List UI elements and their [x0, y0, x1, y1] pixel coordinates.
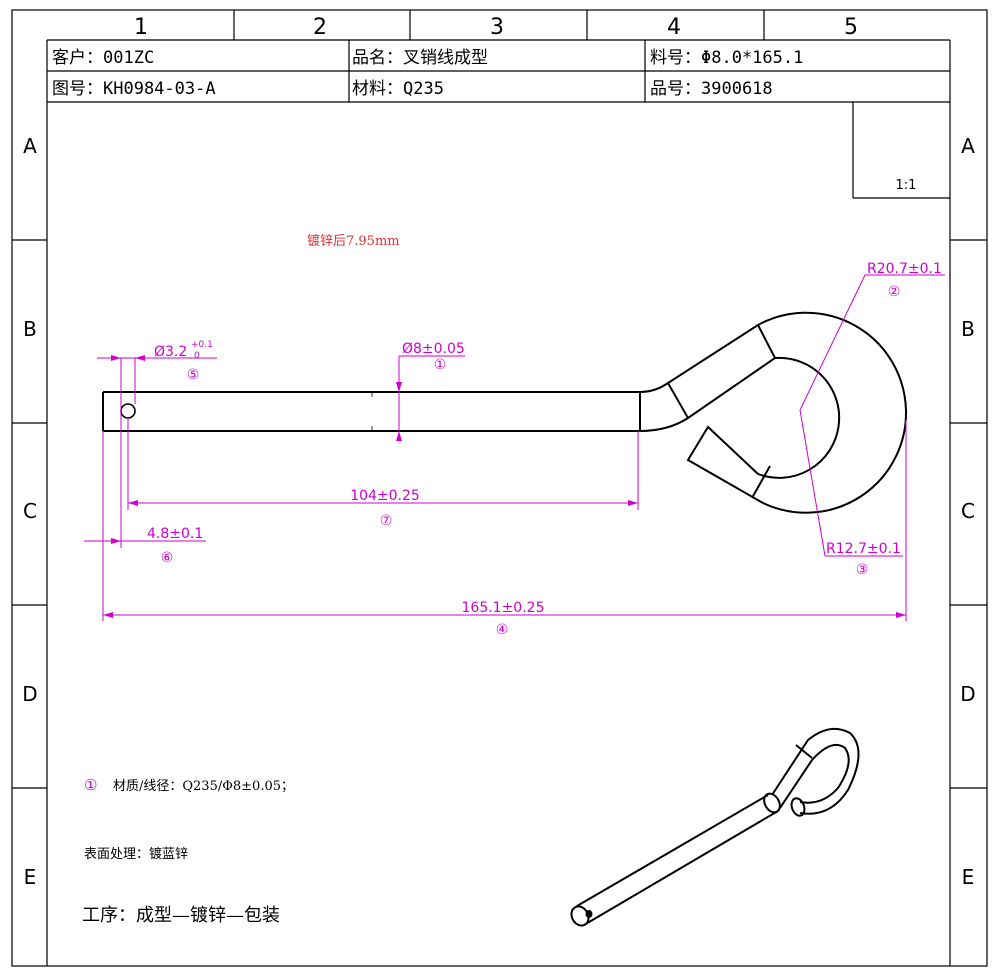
straight-length-label: 104±0.25: [350, 488, 420, 504]
wire-diameter-label: Ø8±0.05: [402, 341, 465, 357]
row-label-b-left: B: [23, 317, 37, 341]
material-field: 材料：Q235: [352, 79, 444, 99]
row-label-e-left: E: [24, 865, 37, 889]
hole-diameter-label: Ø3.2: [154, 344, 187, 360]
outer-radius-label: R20.7±0.1: [867, 261, 942, 277]
title-block: 客户：001ZC 品名：叉销线成型 料号：Φ8.0*165.1 图号：KH098…: [47, 40, 950, 199]
notes-block: ① 材质/线径：Q235/Φ8±0.05； 表面处理：镀蓝锌 工序：成型—镀锌—…: [82, 776, 294, 926]
wire-diameter-marker: ①: [434, 357, 447, 373]
row-label-d-left: D: [22, 682, 37, 706]
column-label-1: 1: [134, 15, 148, 40]
column-label-5: 5: [844, 15, 858, 40]
row-label-a-right: A: [961, 134, 975, 158]
row-label-d-right: D: [960, 682, 975, 706]
drawing-frame: [11, 9, 988, 967]
hole-tolerance-upper: +0.1: [191, 340, 213, 350]
column-label-2: 2: [313, 15, 327, 40]
row-label-e-right: E: [962, 865, 975, 889]
column-label-4: 4: [667, 15, 681, 40]
total-length-marker: ④: [496, 622, 509, 638]
part-no-field: 品号：3900618: [650, 79, 773, 99]
note2-text: 表面处理：镀蓝锌: [84, 846, 188, 862]
inner-radius-label: R12.7±0.1: [826, 541, 901, 557]
scale-label: 1:1: [896, 178, 917, 193]
column-label-3: 3: [490, 15, 504, 40]
customer-field: 客户：001ZC: [52, 48, 154, 68]
row-label-c-left: C: [23, 499, 37, 523]
total-length-label: 165.1±0.25: [462, 600, 545, 616]
cross-hole: [120, 403, 136, 419]
note1-text: 材质/线径：Q235/Φ8±0.05；: [113, 779, 294, 794]
part-isometric-view: [570, 727, 860, 927]
dimension-arrows: [103, 355, 906, 618]
hole-tolerance-lower: 0: [194, 351, 200, 361]
row-label-a-left: A: [23, 134, 37, 158]
dimension-lines: [84, 274, 945, 621]
hole-diameter-marker: ⑤: [187, 367, 200, 383]
outer-radius-marker: ②: [888, 284, 901, 300]
hole-offset-label: 4.8±0.1: [147, 526, 203, 542]
plating-note: 镀锌后7.95mm: [307, 233, 400, 249]
straight-length-marker: ⑦: [380, 513, 393, 529]
row-label-c-right: C: [961, 499, 975, 523]
note3-text: 工序：成型—镀锌—包装: [82, 905, 280, 926]
drawing-no-field: 图号：KH0984-03-A: [52, 79, 216, 99]
note1-marker: ①: [84, 776, 97, 794]
row-label-b-right: B: [961, 317, 975, 341]
part-front-view: [102, 311, 907, 514]
hole-offset-marker: ⑥: [161, 550, 174, 566]
material-no-field: 料号：Φ8.0*165.1: [650, 48, 803, 68]
product-name-field: 品名：叉销线成型: [352, 48, 488, 68]
inner-radius-marker: ③: [856, 562, 869, 578]
